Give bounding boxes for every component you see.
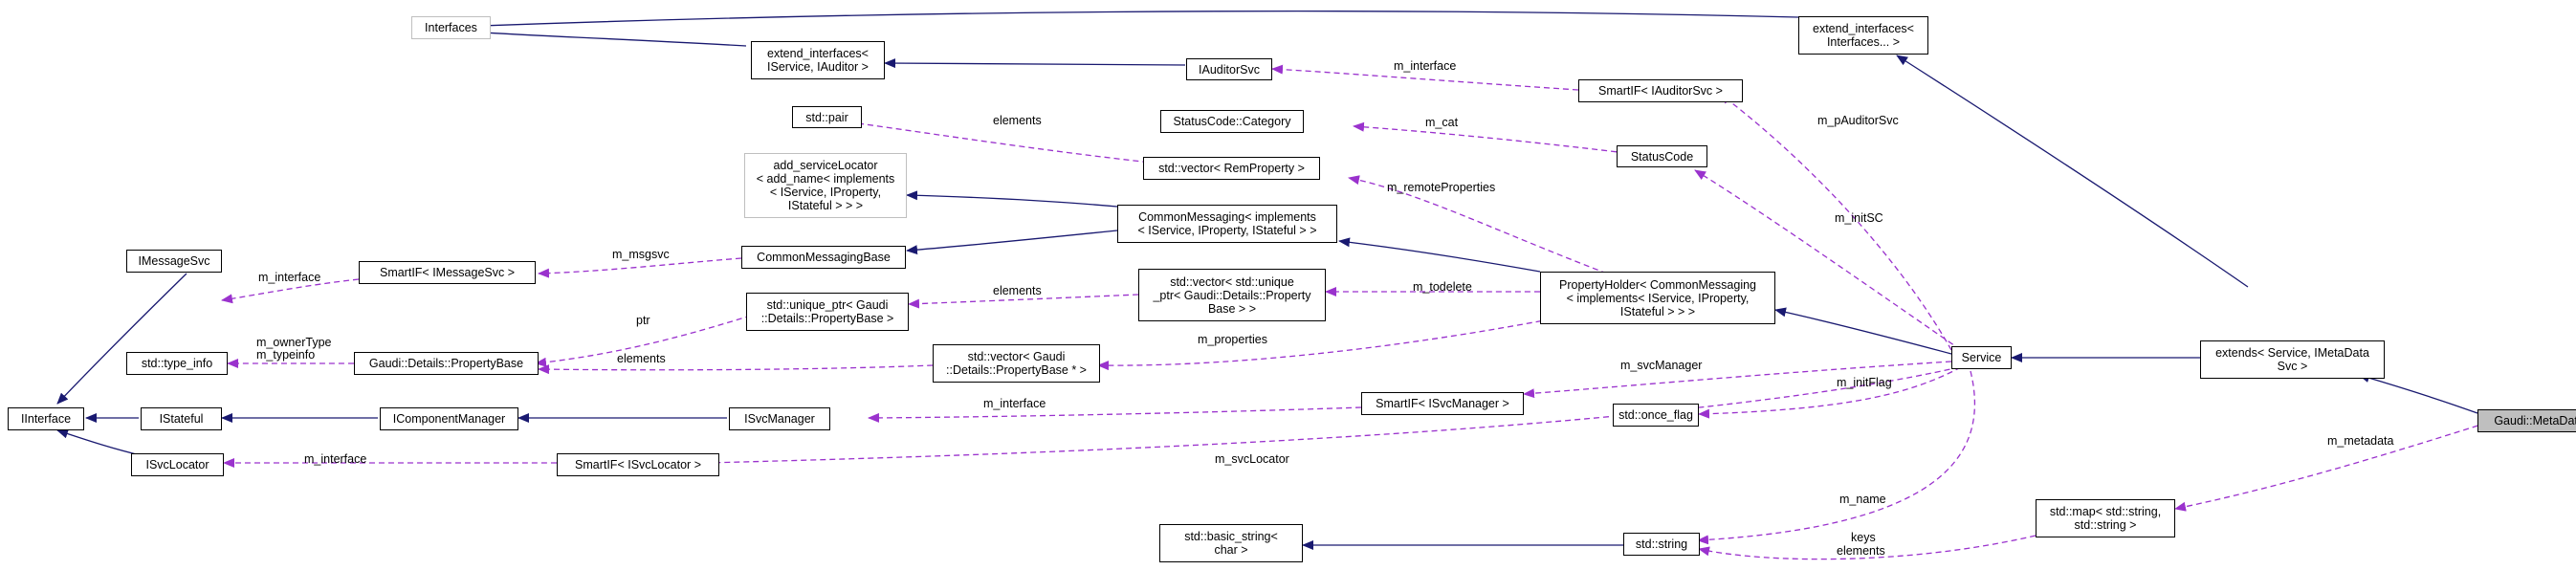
label-keys: keys: [1851, 531, 1876, 544]
node-std-map[interactable]: std::map< std::string, std::string >: [2036, 499, 2175, 537]
node-vector-propertybase-ptr[interactable]: std::vector< Gaudi ::Details::PropertyBa…: [933, 344, 1100, 383]
node-basic-string[interactable]: std::basic_string< char >: [1159, 524, 1303, 562]
label-m-interface-msg: m_interface: [258, 271, 320, 284]
edge-commonmessaging-to-add-servicelocator: [906, 190, 1118, 208]
label-m-typeinfo: m_typeinfo: [256, 348, 315, 362]
node-commonmessaging[interactable]: CommonMessaging< implements < IService, …: [1117, 205, 1337, 243]
edge-elements-unique: [908, 294, 1139, 309]
node-std-type-info[interactable]: std::type_info: [126, 352, 228, 375]
node-propertybase[interactable]: Gaudi::Details::PropertyBase: [354, 352, 539, 375]
label-m-remoteproperties: m_remoteProperties: [1387, 181, 1495, 194]
node-unique-ptr-propertybase[interactable]: std::unique_ptr< Gaudi ::Details::Proper…: [746, 293, 909, 331]
edge-extends-to-extend-interfaces-variadic: [1896, 55, 2249, 288]
label-m-svclocator: m_svcLocator: [1215, 452, 1289, 466]
node-interfaces[interactable]: Interfaces: [411, 16, 491, 39]
label-m-cat: m_cat: [1425, 116, 1459, 129]
label-elements-props: elements: [617, 352, 666, 365]
edge-m-interface-msg: [221, 278, 360, 304]
node-smartif-imessagesvc[interactable]: SmartIF< IMessageSvc >: [359, 261, 536, 284]
edge-m-initflag: [1698, 366, 1962, 419]
label-m-initflag: m_initFlag: [1837, 376, 1892, 389]
label-elements-map: elements: [1837, 544, 1885, 558]
label-m-name: m_name: [1839, 493, 1886, 506]
node-extends-imetadatasvc[interactable]: extends< Service, IMetaData Svc >: [2200, 340, 2385, 379]
edge-propertyholder-to-commonmessaging: [1338, 237, 1541, 273]
label-m-todelete: m_todelete: [1413, 280, 1472, 294]
label-m-interface-locator: m_interface: [304, 452, 366, 466]
edge-commonmessaging-to-commonmessagingbase: [906, 230, 1118, 255]
node-vector-unique-ptr[interactable]: std::vector< std::unique _ptr< Gaudi::De…: [1138, 269, 1326, 321]
edge-m-initsc: [1694, 169, 1962, 351]
label-m-pauditorsvc: m_pAuditorSvc: [1817, 114, 1899, 127]
label-m-svcmanager: m_svcManager: [1620, 359, 1702, 372]
label-m-ownertype: m_ownerType: [256, 336, 332, 349]
node-istateful[interactable]: IStateful: [141, 407, 222, 430]
edge-m-metadata: [2174, 422, 2488, 512]
node-vector-remproperty[interactable]: std::vector< RemProperty >: [1143, 157, 1320, 180]
node-extend-interfaces-isvc-iauditor[interactable]: extend_interfaces< IService, IAuditor >: [751, 41, 885, 79]
label-ptr: ptr: [636, 314, 650, 327]
edge-m-svclocator: [704, 366, 1960, 468]
node-std-string[interactable]: std::string: [1623, 533, 1700, 556]
node-extend-interfaces-variadic[interactable]: extend_interfaces< Interfaces... >: [1798, 16, 1928, 55]
edge-keys-elements: [1698, 535, 2037, 560]
node-std-once-flag[interactable]: std::once_flag: [1613, 404, 1699, 427]
edge-elements-props: [538, 364, 934, 375]
edge-m-remoteproperties: [1348, 175, 1608, 274]
label-m-properties: m_properties: [1198, 333, 1267, 346]
label-m-interface-svcmgr: m_interface: [983, 397, 1046, 410]
node-statuscode[interactable]: StatusCode: [1617, 145, 1707, 167]
node-smartif-iauditorsvc[interactable]: SmartIF< IAuditorSvc >: [1578, 79, 1743, 102]
edge-m-pauditorsvc: [1719, 93, 1952, 351]
label-elements-pair: elements: [993, 114, 1042, 127]
edge-iauditorsvc-to-extend-interfaces: [884, 58, 1186, 69]
label-m-initsc: m_initSC: [1835, 211, 1883, 225]
label-m-msgsvc: m_msgsvc: [612, 248, 670, 261]
node-propertyholder[interactable]: PropertyHolder< CommonMessaging < implem…: [1540, 272, 1775, 324]
edge-m-cat: [1353, 121, 1627, 154]
label-m-metadata: m_metadata: [2327, 434, 2394, 448]
node-smartif-isvcmanager[interactable]: SmartIF< ISvcManager >: [1361, 392, 1524, 415]
node-std-pair[interactable]: std::pair: [792, 106, 862, 128]
edge-service-to-propertyholder: [1774, 307, 1952, 355]
edge-m-name: [1697, 370, 1976, 545]
node-smartif-isvclocator[interactable]: SmartIF< ISvcLocator >: [557, 453, 719, 476]
node-service[interactable]: Service: [1951, 346, 2012, 369]
node-imessagesvc[interactable]: IMessageSvc: [126, 250, 222, 273]
node-isvcmanager[interactable]: ISvcManager: [729, 407, 830, 430]
node-commonmessagingbase[interactable]: CommonMessagingBase: [741, 246, 906, 269]
node-iinterface[interactable]: IInterface: [8, 407, 84, 430]
edge-m-interface-svcmgr: [868, 406, 1362, 423]
node-iauditorsvc[interactable]: IAuditorSvc: [1186, 58, 1272, 80]
edge-m-interface-auditor: [1271, 64, 1579, 91]
node-icomponentmanager[interactable]: IComponentManager: [380, 407, 518, 430]
edge-m-svcmanager: [1523, 361, 1952, 399]
node-statuscode-category[interactable]: StatusCode::Category: [1160, 110, 1304, 133]
node-isvclocator[interactable]: ISvcLocator: [131, 453, 224, 476]
label-elements-unique: elements: [993, 284, 1042, 297]
edge-imessagesvc-to-iinterface: [56, 273, 187, 405]
label-m-interface-auditor: m_interface: [1394, 59, 1456, 73]
edge-extend-interfaces-to-interfaces: [454, 11, 1799, 32]
node-add-servicelocator[interactable]: add_serviceLocator < add_name< implement…: [744, 153, 907, 218]
